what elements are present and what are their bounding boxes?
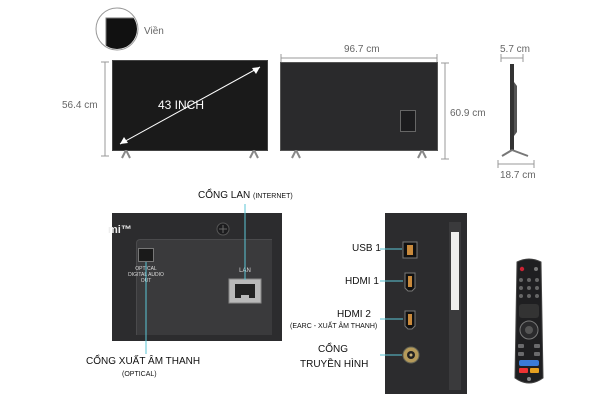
tv-back-connector-area: [400, 110, 416, 132]
hdmi2-sub-label: (EARC - XUẤT ÂM THANH): [290, 323, 378, 330]
ethernet-port-icon[interactable]: [228, 278, 262, 304]
lan-sub-text: (INTERNET): [253, 193, 293, 200]
screw-icon: [216, 222, 230, 236]
front-stand-feet: [121, 150, 259, 159]
front-height-line: [101, 61, 109, 157]
front-height-label: 56.4 cm: [62, 100, 98, 111]
remote-control-icon: [514, 258, 544, 384]
optical-port-sub: (OPTICAL): [122, 371, 157, 378]
back-stand-feet: [291, 150, 427, 159]
back-width-line: [280, 54, 438, 62]
back-height-line: [441, 62, 449, 160]
stand-depth-line: [497, 160, 535, 168]
diagonal-arrow: [119, 66, 261, 145]
hdmi1-port-icon[interactable]: [403, 272, 417, 292]
diagonal-label: 43 INCH: [158, 98, 205, 112]
port-panel: [112, 213, 282, 341]
tv-back-view: [280, 62, 438, 151]
back-height-label: 60.9 cm: [450, 108, 486, 119]
antenna-label-line1: CỔNG: [318, 344, 348, 355]
hdmi1-label: HDMI 1: [345, 276, 379, 287]
bezel-label: Viền: [144, 26, 164, 37]
bezel-zoom-icon: [95, 7, 139, 51]
stand-depth-label: 18.7 cm: [500, 170, 536, 181]
lan-port-title: CỔNG LAN (INTERNET): [198, 190, 293, 201]
antenna-label-line2: TRUYỀN HÌNH: [300, 359, 369, 370]
hdmi2-port-icon[interactable]: [403, 310, 417, 330]
side-depth-line: [500, 54, 524, 62]
lan-connector-line: [244, 204, 246, 280]
usb-port-icon[interactable]: [402, 241, 418, 259]
optical-port-icon[interactable]: [138, 248, 154, 262]
optical-connector-line: [145, 262, 147, 354]
tv-side-view: [501, 64, 529, 157]
side-depth-label: 5.7 cm: [500, 44, 531, 55]
panel-logo-fragment: mi™: [108, 224, 132, 236]
usb-label: USB 1: [352, 243, 381, 254]
side-port-connectors: [380, 248, 403, 356]
side-port-sticker: [451, 232, 459, 310]
lan-title-text: CỔNG LAN: [198, 190, 251, 201]
antenna-port-icon[interactable]: [402, 346, 420, 364]
back-width-label: 96.7 cm: [344, 44, 380, 55]
hdmi2-label: HDMI 2: [337, 309, 371, 320]
optical-port-title: CỔNG XUẤT ÂM THANH: [86, 356, 201, 367]
